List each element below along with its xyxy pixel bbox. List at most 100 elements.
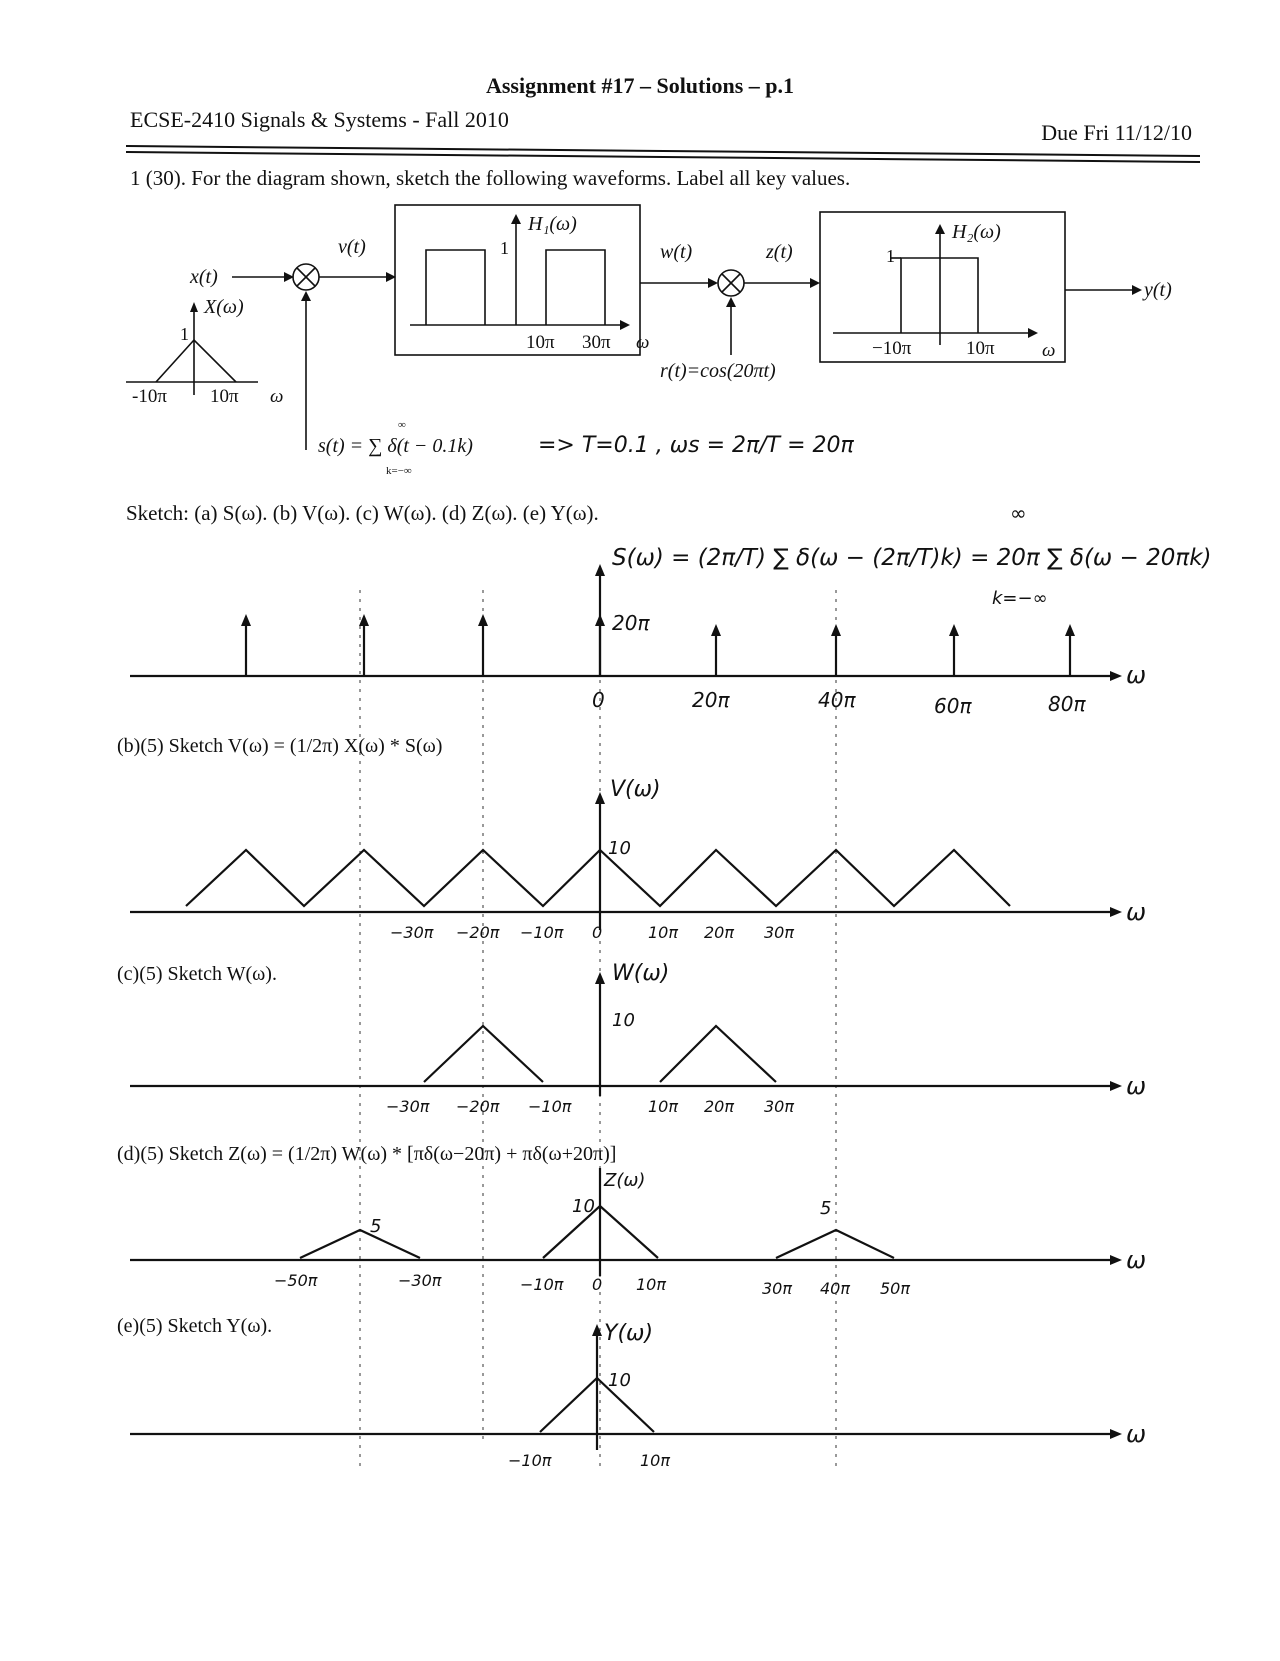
part-d-tick-m50: −50π (274, 1271, 318, 1290)
s-sum-top: ∞ (398, 419, 406, 431)
part-b-yaxis-arrow (595, 792, 605, 804)
part-d-ylabel: Z(ω) (603, 1170, 645, 1191)
part-d-heading: (d)(5) Sketch Z(ω) = (1/2π) W(ω) * [πδ(ω… (117, 1143, 616, 1165)
header-rule-top (125, 145, 1201, 157)
V-triangle-train (185, 848, 1011, 908)
part-d-peak-left: 5 (370, 1216, 381, 1237)
assignment-title: Assignment #17 – Solutions – p.1 (486, 73, 794, 98)
H2-yaxis-arrow (935, 224, 945, 234)
part-d-tick-50: 50π (880, 1279, 910, 1298)
H2-passband (900, 257, 979, 333)
guide-lines (359, 590, 837, 1470)
X-tick-neg: -10π (132, 386, 167, 407)
part-a-axis-label: ω (1126, 661, 1146, 689)
part-b-axis-label: ω (1126, 898, 1146, 926)
part-c-tick-m30: −30π (386, 1097, 430, 1116)
multiplier-1-x2 (296, 267, 316, 287)
part-b-tick-m30: −30π (390, 923, 434, 942)
H1-filter-box (394, 204, 641, 356)
H1-passband-left (425, 249, 486, 325)
H2-tick-neg: −10π (872, 338, 912, 359)
H1-tick-30pi: 30π (582, 332, 611, 353)
Y-triangle (539, 1376, 655, 1433)
part-e-peak: 10 (608, 1370, 631, 1391)
part-b-axis-arrow (1110, 907, 1122, 917)
X-spectrum-label: X(ω) (203, 296, 244, 318)
problem-statement: 1 (30). For the diagram shown, sketch th… (130, 166, 850, 190)
part-c-axis-label: ω (1126, 1072, 1146, 1100)
part-b-ylabel: V(ω) (610, 777, 661, 802)
part-c-heading: (c)(5) Sketch W(ω). (117, 963, 277, 985)
multiplier-2-x2 (721, 273, 741, 293)
part-a-formula-top: ∞ (1010, 501, 1027, 525)
s-definition: s(t) = ∑ δ(t − 0.1k) (318, 435, 473, 457)
part-c-tick-m10: −10π (528, 1097, 572, 1116)
s-input-arrow (301, 291, 311, 301)
H1-tick-10pi: 10π (526, 332, 555, 353)
course-name: ECSE-2410 Signals & Systems - Fall 2010 (130, 107, 509, 132)
W-triangle-left (423, 1024, 544, 1083)
part-d-axis-label: ω (1126, 1246, 1146, 1274)
H1-tick-omega: ω (636, 332, 649, 353)
part-e-axis-arrow (1110, 1429, 1122, 1439)
part-b-tick-m10: −10π (520, 923, 564, 942)
part-a-tick-40pi: 40π (818, 688, 856, 712)
part-d-tick-10: 10π (636, 1275, 666, 1294)
H1-passband-right (545, 249, 606, 325)
part-d-tick-0: 0 (592, 1275, 602, 1294)
part-e-tick-m10: −10π (508, 1451, 552, 1470)
W-triangle-right (659, 1024, 777, 1083)
part-a-height: 20π (612, 611, 650, 635)
sketch-list: Sketch: (a) S(ω). (b) V(ω). (c) W(ω). (d… (126, 501, 599, 525)
part-d-tick-30: 30π (762, 1279, 792, 1298)
H2-axis-arrow (1028, 328, 1038, 338)
H1-label: H₁(ω) (527, 213, 577, 235)
Z-triangle-left (299, 1228, 421, 1259)
v-arrow (386, 272, 396, 282)
z-label: z(t) (765, 241, 793, 263)
part-c-tick-20: 20π (704, 1097, 734, 1116)
part-c-ylabel: W(ω) (612, 961, 669, 986)
Z-triangle-right (775, 1228, 895, 1259)
part-c-axis-arrow (1110, 1081, 1122, 1091)
part-a-tick-20pi: 20π (692, 688, 730, 712)
s-sum-bottom: k=−∞ (386, 465, 412, 477)
r-label: r(t)=cos(20πt) (660, 360, 776, 382)
input-x-label: x(t) (189, 266, 218, 288)
part-c-tick-30: 30π (764, 1097, 794, 1116)
part-d-tick-40: 40π (820, 1279, 850, 1298)
part-c-yaxis-arrow (595, 972, 605, 984)
part-a-formula-bottom: k=−∞ (992, 588, 1048, 609)
part-b-peak: 10 (608, 838, 631, 859)
part-a-formula: S(ω) = (2π/T) ∑ δ(ω − (2π/T)k) = 20π ∑ δ… (612, 545, 1212, 571)
part-e-heading: (e)(5) Sketch Y(ω). (117, 1315, 272, 1337)
X-yaxis-arrow (190, 302, 198, 312)
Z-triangle-center (542, 1204, 659, 1259)
input-x-arrow (284, 272, 294, 282)
due-date: Due Fri 11/12/10 (1041, 120, 1192, 145)
part-a-tick-80pi: 80π (1048, 692, 1086, 716)
part-a-yaxis-arrow (595, 564, 605, 576)
part-e-yaxis-arrow (592, 1324, 602, 1336)
part-a-tick-60pi: 60π (934, 694, 972, 718)
v-label: v(t) (338, 236, 366, 258)
s-period-note: => T=0.1 , ωs = 2π/T = 20π (538, 433, 855, 458)
H2-label: H₂(ω) (951, 221, 1001, 243)
part-d-tick-m10: −10π (520, 1275, 564, 1294)
r-input-arrow (726, 297, 736, 307)
part-c-peak: 10 (612, 1010, 635, 1031)
w-arrow (708, 278, 718, 288)
part-b-tick-20: 20π (704, 923, 734, 942)
part-a-axis-arrow (1110, 671, 1122, 681)
H2-tick-omega: ω (1042, 340, 1055, 361)
part-d-axis-arrow (1110, 1255, 1122, 1265)
part-e-ylabel: Y(ω) (604, 1321, 653, 1346)
H2-tick-pos: 10π (966, 338, 995, 359)
H2-one: 1 (886, 246, 895, 266)
part-b-tick-10: 10π (648, 923, 678, 942)
X-tick-omega: ω (270, 386, 283, 407)
H1-yaxis-arrow (511, 214, 521, 224)
part-c-tick-10: 10π (648, 1097, 678, 1116)
